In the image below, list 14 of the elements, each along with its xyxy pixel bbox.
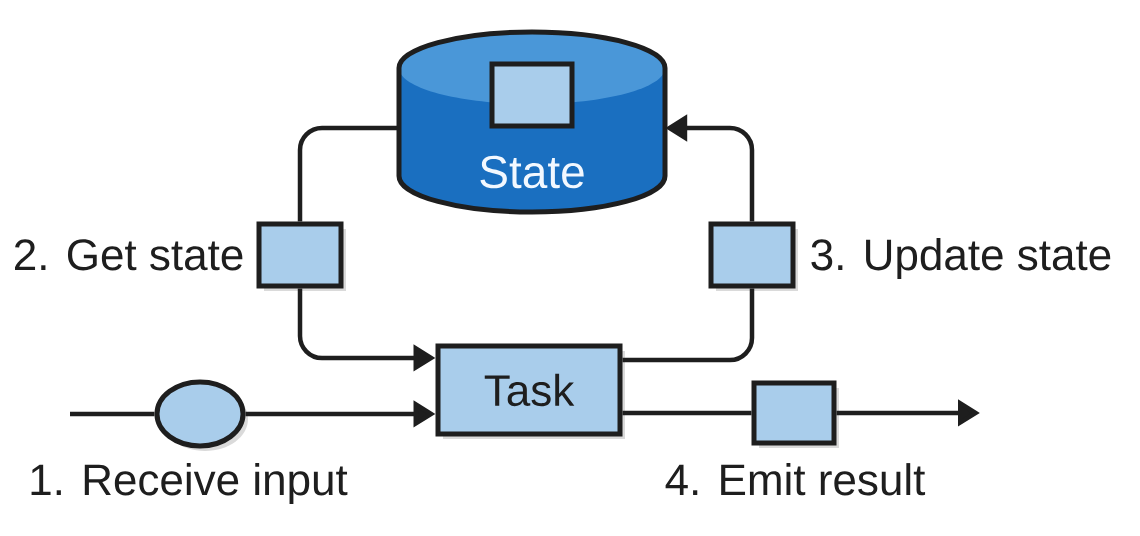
task-box: Task — [435, 343, 625, 439]
step-label: 3. Update state — [811, 238, 1111, 280]
data-box — [708, 221, 798, 291]
step-label: 4. Emit result — [665, 463, 926, 496]
data-box — [751, 380, 839, 448]
event-ellipse — [154, 379, 248, 451]
connector-line — [70, 411, 155, 417]
connector-line — [622, 288, 755, 363]
data-box — [489, 61, 575, 129]
connector-line — [622, 410, 752, 416]
step-label: 2. Get state — [15, 239, 243, 271]
connector-line — [297, 125, 399, 222]
step-label: 1. Receive input — [31, 463, 348, 505]
data-box — [256, 221, 346, 291]
